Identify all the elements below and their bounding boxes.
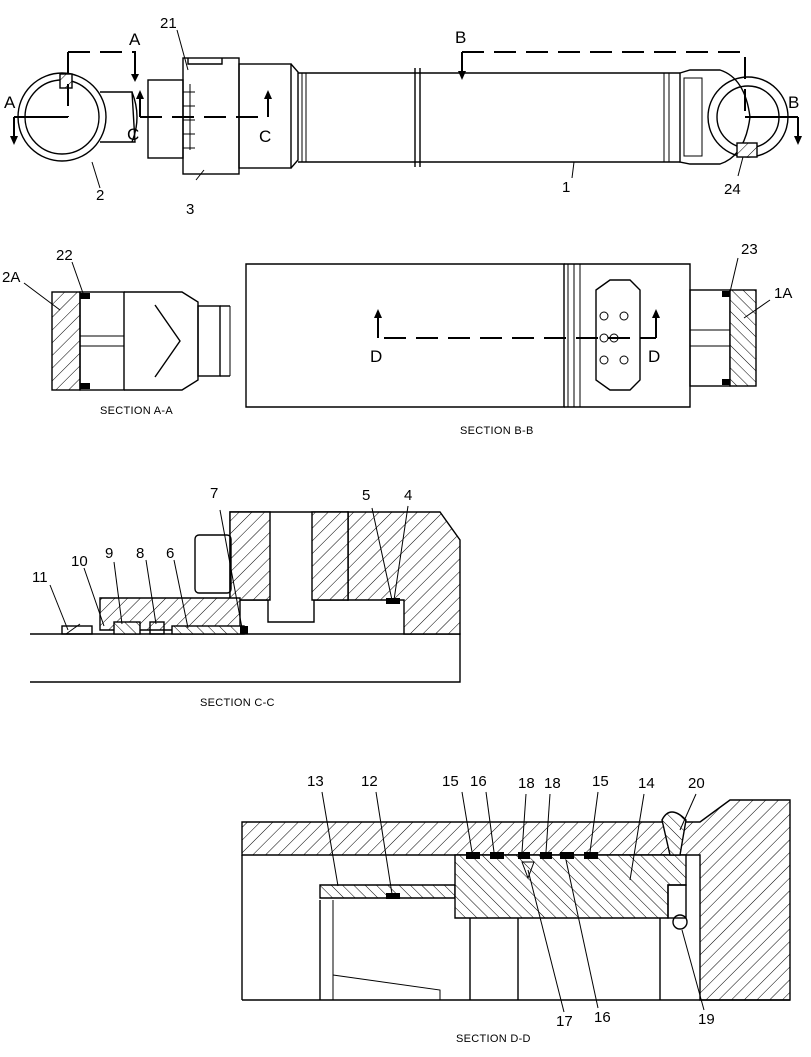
cut-letter-b-right: B <box>788 93 799 112</box>
callout-5: 5 <box>362 487 370 504</box>
callout-16-bottom: 16 <box>594 1009 611 1026</box>
callout-20: 20 <box>688 775 705 792</box>
callout-15-left: 15 <box>442 773 459 790</box>
cut-letter-b-top: B <box>455 28 466 47</box>
callout-1: 1 <box>562 179 570 196</box>
callout-16-top: 16 <box>470 773 487 790</box>
cut-letter-d-right: D <box>648 347 660 366</box>
callout-10: 10 <box>71 553 88 570</box>
callout-13: 13 <box>307 773 324 790</box>
callout-24: 24 <box>724 181 741 198</box>
cut-letter-c-left: C <box>127 125 139 144</box>
callout-4: 4 <box>404 487 412 504</box>
callout-23: 23 <box>741 241 758 258</box>
callout-22: 22 <box>56 247 73 264</box>
section-a-a: 22 2A SECTION A-A <box>2 247 231 417</box>
section-d-d: 13 12 15 16 18 18 15 14 20 17 16 19 SECT… <box>241 773 791 1045</box>
section-c-c: 7 5 4 11 10 9 8 6 SECTION C-C <box>30 485 461 709</box>
callout-18-left: 18 <box>518 775 535 792</box>
caption-section-b-b: SECTION B-B <box>460 425 534 437</box>
callout-14: 14 <box>638 775 655 792</box>
callout-15-right: 15 <box>592 773 609 790</box>
callout-21: 21 <box>160 15 177 32</box>
callout-7: 7 <box>210 485 218 502</box>
cut-line-a-top <box>68 51 136 78</box>
callout-2: 2 <box>96 187 104 204</box>
callout-9: 9 <box>105 545 113 562</box>
callout-3: 3 <box>186 201 194 218</box>
callout-11: 11 <box>32 569 48 586</box>
callout-17: 17 <box>556 1013 573 1030</box>
cylinder-tube <box>298 68 680 167</box>
cut-line-b <box>462 51 746 117</box>
callout-19: 19 <box>698 1011 715 1028</box>
callout-6: 6 <box>166 545 174 562</box>
cylinder-overview: A A C C B B 21 2 3 1 24 <box>4 15 802 218</box>
section-b-b: D D 23 1A SECTION B-B <box>245 241 792 437</box>
callout-18-right: 18 <box>544 775 561 792</box>
cut-letter-a-top: A <box>129 30 141 49</box>
cut-letter-a-left: A <box>4 93 16 112</box>
callout-2a: 2A <box>2 269 20 286</box>
callout-1a: 1A <box>774 285 792 302</box>
cut-letter-c-right: C <box>259 127 271 146</box>
caption-section-d-d: SECTION D-D <box>456 1033 531 1045</box>
caption-section-c-c: SECTION C-C <box>200 697 275 709</box>
caption-section-a-a: SECTION A-A <box>100 405 173 417</box>
callout-12: 12 <box>361 773 378 790</box>
callout-8: 8 <box>136 545 144 562</box>
cut-letter-d-left: D <box>370 347 382 366</box>
